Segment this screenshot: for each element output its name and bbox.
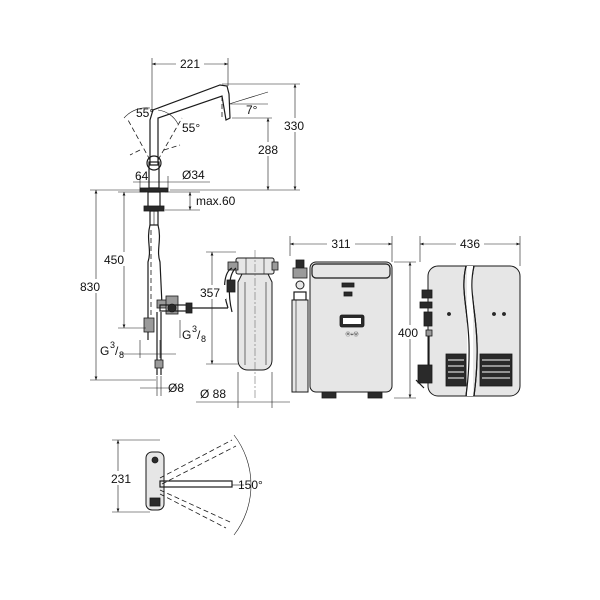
boiler-front-view: Ⓜ+Ⓦ bbox=[309, 261, 393, 399]
svg-text:/: / bbox=[197, 328, 201, 342]
faucet-lever-knob bbox=[146, 155, 162, 171]
faucet-top-view: 150° bbox=[145, 434, 263, 536]
faucet-dimensions: 221 55° 55° 7° 330 288 64 Ø34 max.60 bbox=[78, 56, 309, 396]
faucet-hose-left bbox=[147, 224, 151, 320]
dim-angle-left: 55° bbox=[136, 106, 154, 120]
dim-spout-tilt: 7° bbox=[246, 103, 258, 117]
dim-thread-left: G 3 / 8 bbox=[100, 340, 124, 360]
filter-dimensions: 357 Ø 88 bbox=[196, 251, 290, 408]
faucet-side-view bbox=[127, 84, 231, 375]
boiler-vent bbox=[445, 353, 513, 387]
dim-overall-length: 830 bbox=[80, 280, 100, 294]
dim-angle-right: 55° bbox=[182, 121, 200, 135]
dim-filter-diameter: Ø 88 bbox=[200, 387, 226, 401]
dim-total-height: 330 bbox=[284, 119, 304, 133]
dim-pipe-diameter: Ø8 bbox=[168, 381, 184, 395]
water-filter bbox=[223, 250, 279, 400]
dim-hose-length: 450 bbox=[104, 253, 124, 267]
dim-spout-reach: 221 bbox=[180, 57, 200, 71]
dim-top-view-depth: 231 bbox=[111, 472, 131, 486]
boiler-rear-connections bbox=[415, 289, 433, 389]
dim-boiler-height: 400 bbox=[398, 326, 418, 340]
faucet-column bbox=[148, 161, 160, 189]
dim-swivel-angle: 150° bbox=[238, 478, 263, 492]
boiler-depth-dimension: 436 bbox=[419, 236, 521, 266]
svg-text:8: 8 bbox=[119, 350, 124, 360]
dim-boiler-width: 311 bbox=[331, 237, 350, 251]
dim-max-deck: max.60 bbox=[196, 194, 236, 208]
co2-bottle bbox=[291, 259, 309, 393]
svg-text:G: G bbox=[100, 344, 109, 358]
dim-thread-right: G 3 / 8 bbox=[182, 324, 206, 344]
angle-valve bbox=[159, 295, 228, 315]
dim-boiler-depth: 436 bbox=[460, 237, 480, 251]
boiler-side-view bbox=[415, 265, 521, 397]
top-view-dimensions: 231 bbox=[108, 439, 160, 513]
dim-outlet-height: 288 bbox=[258, 143, 278, 157]
boiler-label: Ⓜ+Ⓦ bbox=[346, 331, 359, 338]
svg-text:3: 3 bbox=[110, 340, 115, 350]
svg-text:/: / bbox=[115, 344, 119, 358]
dim-base-diameter: Ø34 bbox=[182, 168, 205, 182]
faucet-hose-right bbox=[157, 224, 163, 306]
svg-text:3: 3 bbox=[192, 324, 197, 334]
faucet-spout bbox=[149, 84, 231, 166]
dim-base-offset: 64 bbox=[135, 169, 149, 183]
top-view-spout bbox=[159, 480, 233, 488]
boiler-dimensions: 311 400 bbox=[289, 236, 424, 399]
dim-filter-height: 357 bbox=[200, 286, 220, 300]
svg-text:G: G bbox=[182, 328, 191, 342]
svg-text:8: 8 bbox=[201, 334, 206, 344]
